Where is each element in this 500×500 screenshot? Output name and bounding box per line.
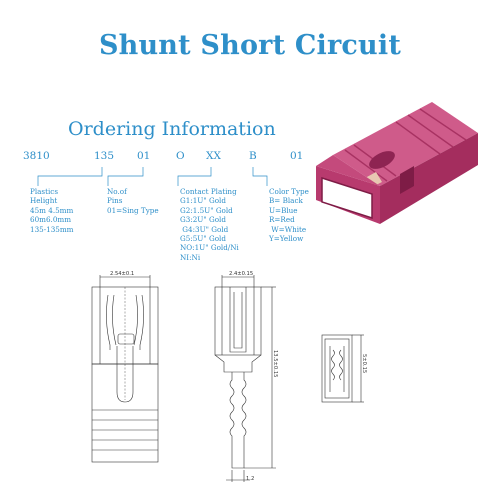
bottom-dimension: 1.2 [246, 476, 255, 482]
code-type: O [176, 150, 185, 162]
code-suffix: 01 [290, 150, 304, 162]
connector-top-slot [369, 151, 395, 169]
code-plating: XX [206, 150, 221, 162]
contact-plating-legend: Contact Plating G1:1U" Gold G2:1.5U" Gol… [180, 187, 239, 262]
plastics-height-legend: Plastics Helight 45m 4.5mm 60m6.0mm 135-… [30, 187, 74, 234]
code-color: B [249, 150, 257, 162]
pins-legend: No.of Pins 01=Sing Type [107, 187, 159, 215]
connector-front-opening [321, 176, 373, 220]
color-type-legend: Color Type B= Black U=Blue R=Red W=White… [269, 187, 309, 244]
code-height: 135 [94, 150, 115, 162]
connector-side-face [380, 133, 478, 224]
code-pins: 01 [137, 150, 151, 162]
front-width-dimension: 2.54±0.1 [110, 271, 135, 277]
connector-ribs [344, 108, 467, 182]
side-width-dimension: 2.4±0.15 [229, 271, 254, 277]
end-height-dimension: 5±0.15 [361, 354, 367, 374]
page-title: Shunt Short Circuit [98, 30, 402, 61]
code-series: 3810 [23, 150, 50, 162]
ordering-information-heading: Ordering Information [68, 118, 276, 140]
